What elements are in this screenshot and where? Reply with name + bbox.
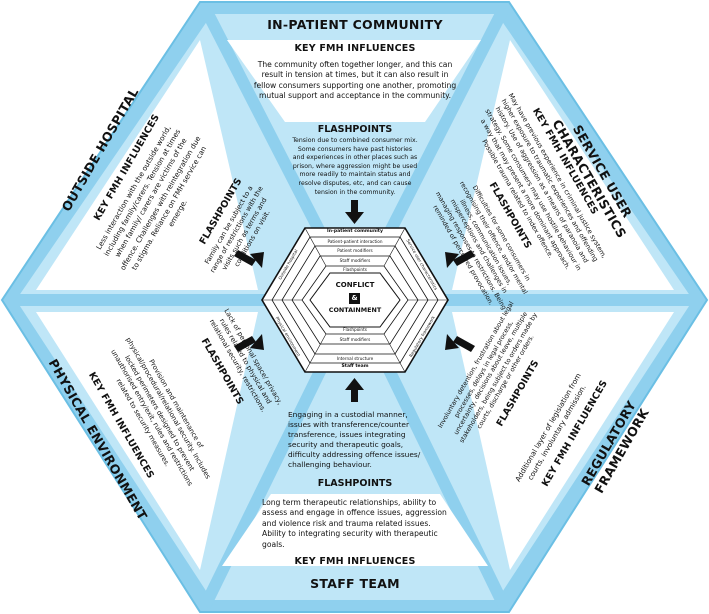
centre-ring-label-internal-structure: Internal structure bbox=[336, 356, 374, 361]
band-staff-team: STAFF TEAM bbox=[310, 576, 400, 591]
bottom-influences-heading: KEY FMH INFLUENCES bbox=[294, 556, 416, 567]
top-influences-panel bbox=[227, 40, 481, 122]
upper-right-panel bbox=[452, 40, 674, 290]
centre-spokes bbox=[262, 227, 448, 373]
centre-title-containment: CONTAINMENT bbox=[328, 306, 382, 314]
centre-ring-label-community: In-patient community bbox=[327, 229, 383, 234]
top-flashpoints-text: Tension due to combined consumer mix. So… bbox=[292, 137, 418, 196]
centre-ring-label-interaction: Patient-patient interaction bbox=[327, 239, 383, 244]
top-flashpoints-heading: FLASHPOINTS bbox=[317, 124, 393, 135]
centre-title-ampersand: & bbox=[351, 294, 358, 302]
band-in-patient-community: IN-PATIENT COMMUNITY bbox=[267, 17, 443, 32]
centre-ring-label-flashpoints: Flashpoints bbox=[343, 267, 367, 272]
ampersand-box bbox=[349, 293, 360, 304]
lower-left-panel bbox=[36, 312, 258, 570]
centre-ring-label-staff-modifiers-bottom: Staff modifiers bbox=[339, 337, 371, 342]
bottom-influences-panel bbox=[222, 494, 488, 566]
top-influences-text: The community often together longer, and… bbox=[253, 60, 457, 101]
bottom-flashpoints-heading: FLASHPOINTS bbox=[317, 478, 393, 489]
flow-arrows bbox=[234, 200, 475, 402]
bottom-influences-text: Long term therapeutic relationships, abi… bbox=[262, 498, 447, 549]
lower-right-panel bbox=[452, 312, 674, 570]
bottom-flashpoints-text: Engaging in a custodial manner, issues w… bbox=[288, 410, 421, 469]
centre-ring-label-flashpoints-bottom: Flashpoints bbox=[343, 327, 367, 332]
centre-ring-label-patient-modifiers: Patient modifiers bbox=[337, 248, 373, 253]
top-influences-heading: KEY FMH INFLUENCES bbox=[294, 43, 416, 54]
centre-ring-label-staff-team: Staff team bbox=[341, 364, 369, 369]
upper-left-panel bbox=[36, 40, 258, 290]
centre-ring-label-staff-modifiers: Staff modifiers bbox=[339, 258, 371, 263]
centre-title-conflict: CONFLICT bbox=[335, 281, 375, 289]
